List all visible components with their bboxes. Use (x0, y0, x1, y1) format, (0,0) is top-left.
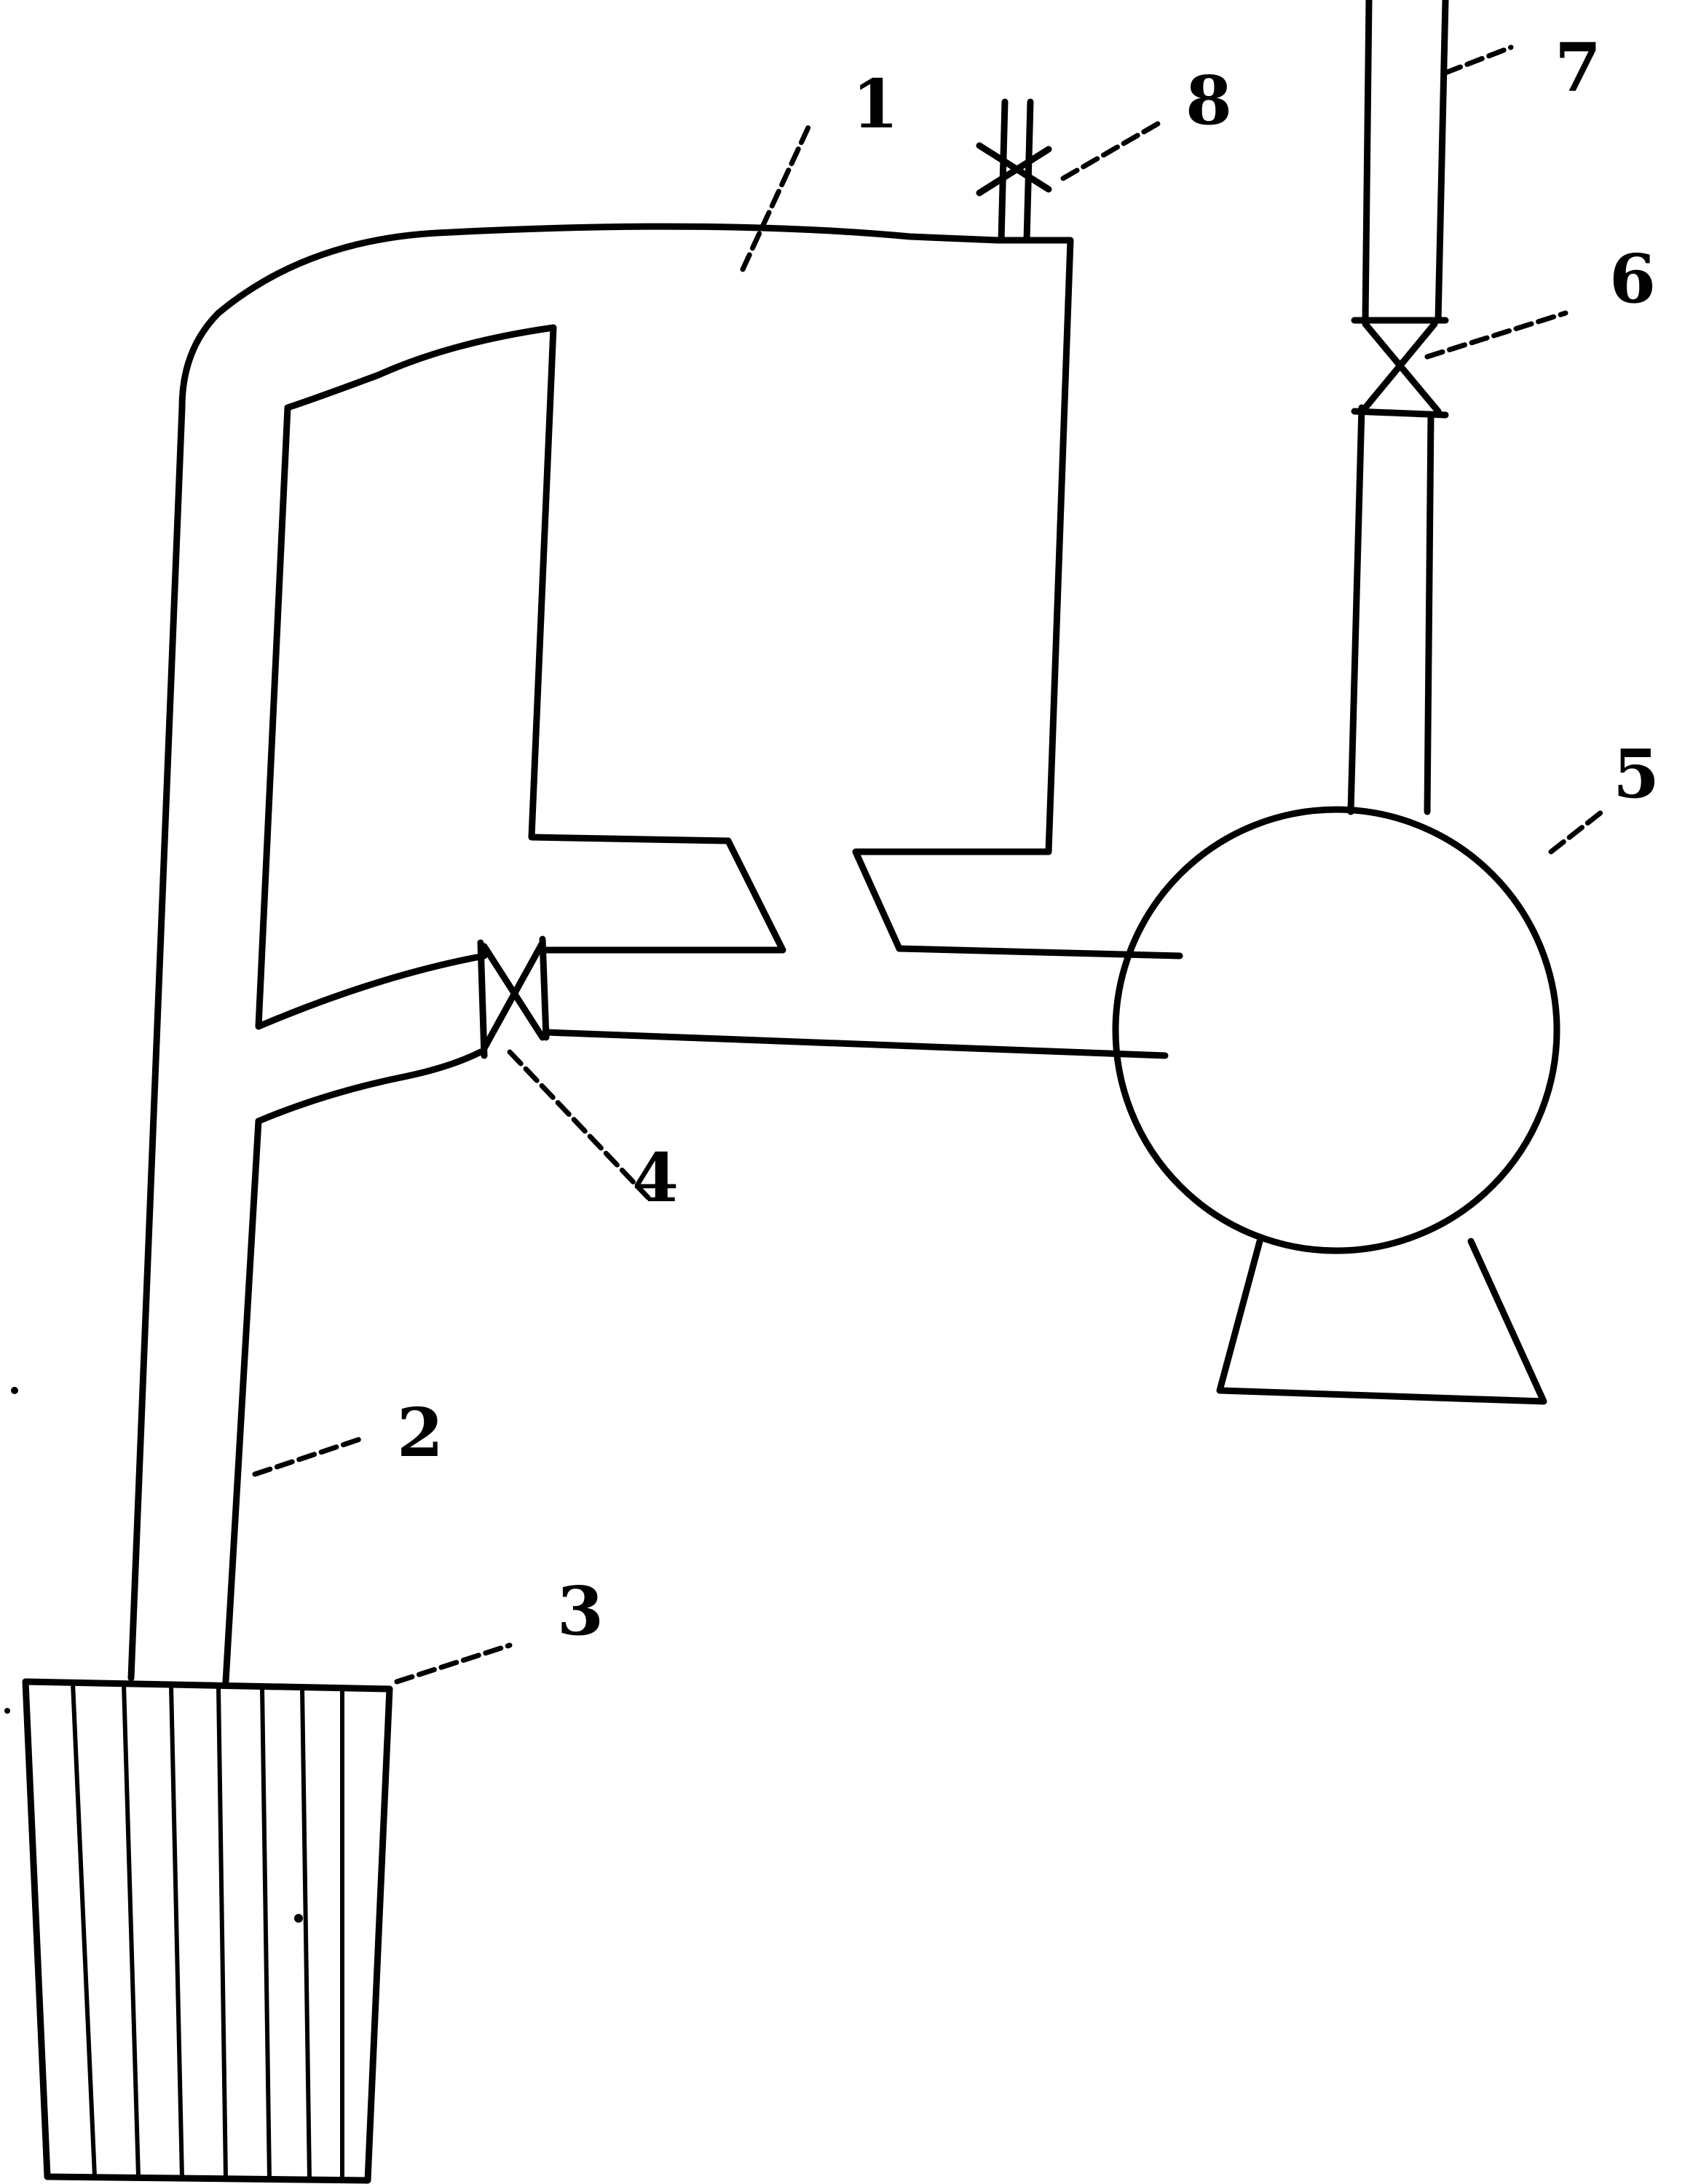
valve-4-flange-right (539, 935, 550, 1041)
tank-inner-wall (255, 324, 732, 1030)
leader-2 (252, 1435, 367, 1477)
pump-stand (1216, 1238, 1547, 1405)
pump-5 (1112, 806, 1560, 1405)
label-7: 7 (1555, 28, 1601, 107)
filter-outline (22, 1678, 393, 2184)
label-1: 1 (852, 65, 899, 143)
leader-6 (1424, 310, 1568, 360)
filter-slat (300, 1685, 312, 2181)
vent-valve-8 (976, 98, 1052, 244)
outlet-right-wall (1435, 0, 1449, 324)
leader-1 (740, 124, 811, 272)
scan-speck (4, 1708, 10, 1714)
pump-casing (1112, 806, 1560, 1254)
leader-5 (1548, 809, 1605, 855)
valve-6-flange-bottom (1351, 408, 1449, 419)
pipe-2 (222, 1048, 484, 1685)
valve-6-body (1362, 320, 1442, 415)
valve-4-flange-left (477, 939, 488, 1059)
tank-1 (127, 223, 1183, 1682)
tank-nozzle-left (539, 837, 786, 954)
leader-lines (252, 44, 1605, 1685)
leader-7 (1443, 44, 1514, 76)
leader-3 (394, 1642, 513, 1685)
label-6: 6 (1609, 240, 1656, 318)
valve-6 (1351, 317, 1449, 419)
reference-numerals: 1 2 3 4 5 6 7 8 (397, 28, 1660, 1650)
pipe-return (542, 1029, 1169, 1059)
label-5: 5 (1613, 735, 1660, 813)
pipe-inner-wall (222, 1117, 262, 1685)
filter-3 (22, 1678, 393, 2184)
filter-slat (169, 1683, 184, 2180)
label-8: 8 (1185, 61, 1232, 140)
discharge-right-wall (1424, 411, 1435, 815)
vent-stem-right (1023, 98, 1034, 244)
filter-slat (216, 1684, 228, 2180)
filter-slat (260, 1685, 272, 2181)
leader-8 (1060, 121, 1161, 181)
discharge-pipe-7 (1347, 0, 1449, 815)
valve-4-body (481, 939, 546, 1052)
outlet-left-wall (1362, 0, 1373, 324)
filter-slat (122, 1682, 141, 2179)
vent-valve-body (976, 142, 1052, 197)
leader-4 (507, 1049, 651, 1200)
scan-speck (11, 1387, 18, 1394)
filter-mark (294, 1914, 303, 1923)
label-2: 2 (397, 1393, 443, 1472)
discharge-left-wall (1347, 404, 1365, 815)
valve-4 (477, 935, 1169, 1059)
label-3: 3 (557, 1572, 604, 1650)
filter-slat (71, 1681, 97, 2179)
vent-stem-left (998, 98, 1009, 244)
pipe-branch-lower (255, 1048, 484, 1125)
tank-right-wall (852, 237, 1183, 960)
label-4: 4 (632, 1139, 679, 1217)
